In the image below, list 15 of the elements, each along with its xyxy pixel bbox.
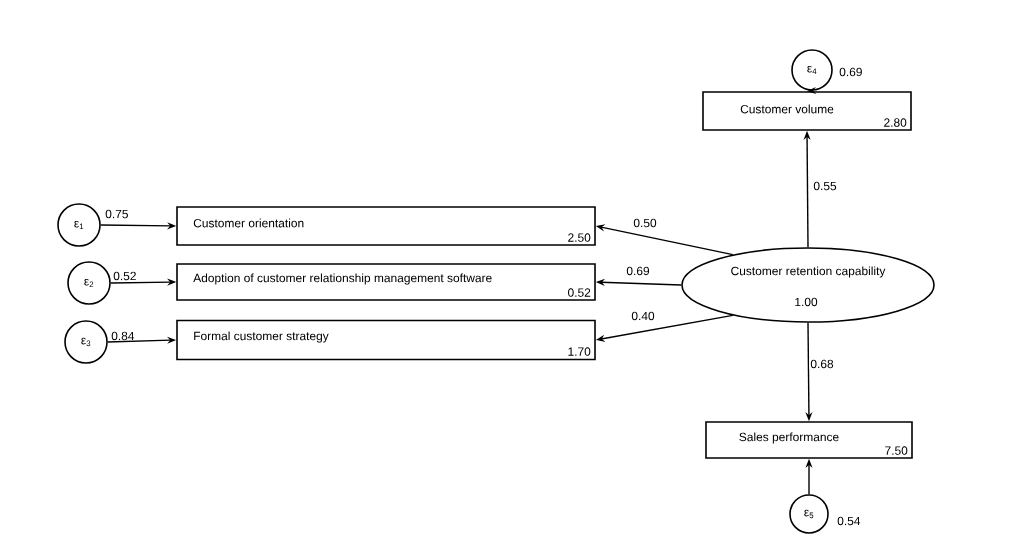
variable-box: Customer orientation 2.50 — [176, 206, 596, 246]
edge-label: 0.50 — [632, 217, 658, 229]
edge-label: 0.68 — [809, 358, 835, 370]
variable-box: Sales performance 7.50 — [705, 421, 913, 459]
variance-label: 0.54 — [837, 516, 861, 526]
variable-box: Formal customer strategy 1.70 — [176, 319, 596, 361]
variance-label: 0.84 — [111, 331, 135, 341]
variance-label: 0.75 — [105, 209, 128, 219]
variable-box: Adoption of customer relationship management software 0.52 — [176, 263, 596, 301]
edge-label: 0.69 — [625, 265, 651, 277]
edge-label: 0.55 — [812, 180, 838, 192]
variable-box: Customer volume 2.80 — [702, 91, 912, 131]
variance-label: 0.69 — [839, 67, 862, 77]
edge-label: 0.40 — [630, 310, 656, 322]
variance-label: 0.52 — [113, 271, 136, 281]
